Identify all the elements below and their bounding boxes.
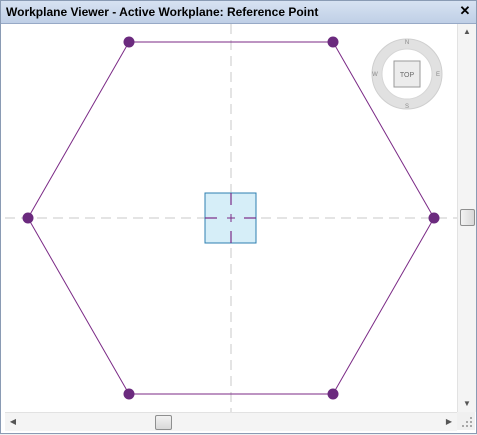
vertex-bottom-left[interactable] xyxy=(123,388,135,400)
vertex-left[interactable] xyxy=(22,212,34,224)
close-icon[interactable]: ✕ xyxy=(459,3,471,18)
vertex-top-right[interactable] xyxy=(327,36,339,48)
canvas-svg[interactable]: TOP N E S W xyxy=(5,24,457,412)
horizontal-scroll-thumb[interactable] xyxy=(155,415,172,430)
vertex-bottom-right[interactable] xyxy=(327,388,339,400)
compass-west[interactable]: W xyxy=(372,72,378,78)
vertical-scroll-thumb[interactable] xyxy=(460,209,475,226)
viewcube-face-label: TOP xyxy=(400,72,415,79)
arrow-down-icon[interactable]: ▼ xyxy=(463,399,471,408)
compass-east[interactable]: E xyxy=(436,72,440,78)
viewcube[interactable]: TOP N E S W xyxy=(371,38,443,110)
viewcube-top-face[interactable] xyxy=(393,60,421,88)
resize-grip-icon[interactable] xyxy=(457,412,475,430)
arrow-up-icon[interactable]: ▲ xyxy=(463,27,471,36)
vertical-scrollbar[interactable]: ▲ ▼ xyxy=(457,24,476,412)
horizontal-scrollbar[interactable]: ◀ ▶ xyxy=(5,412,457,431)
drawing-canvas[interactable]: TOP N E S W xyxy=(5,24,457,412)
compass-north[interactable]: N xyxy=(405,40,409,46)
title-bar[interactable]: Workplane Viewer - Active Workplane: Ref… xyxy=(1,1,476,24)
arrow-right-icon[interactable]: ▶ xyxy=(445,417,453,426)
arrow-left-icon[interactable]: ◀ xyxy=(9,417,17,426)
viewcube-compass-ring[interactable] xyxy=(372,39,442,109)
compass-south[interactable]: S xyxy=(405,104,409,110)
reference-point[interactable] xyxy=(204,192,257,244)
window-title: Workplane Viewer - Active Workplane: Ref… xyxy=(6,5,319,19)
vertex-top-left[interactable] xyxy=(123,36,135,48)
vertex-right[interactable] xyxy=(428,212,440,224)
